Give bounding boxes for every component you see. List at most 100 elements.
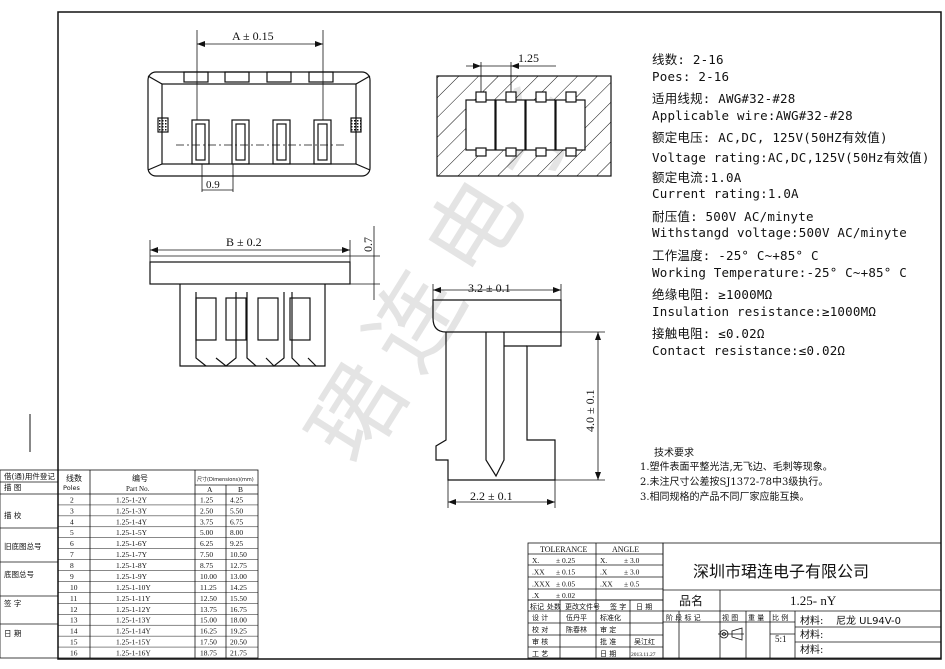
table-cell-poles: 5 xyxy=(70,528,74,537)
design-name: 伍丹平 xyxy=(566,613,587,622)
table-cell-a: 15.00 xyxy=(200,616,217,625)
side-label: 底图总号 xyxy=(4,569,34,579)
material-label: 材料: xyxy=(800,614,823,627)
angle-key: X. xyxy=(600,556,607,565)
table-header-lines: 线数 xyxy=(66,473,82,483)
dim-3-2: 3.2 ± 0.1 xyxy=(468,281,511,295)
table-cell-poles: 2 xyxy=(70,495,74,504)
spec-line: 线数: 2-16 xyxy=(652,52,724,67)
tol-value: ± 0.05 xyxy=(556,579,575,588)
view-label: 视 图 xyxy=(722,613,738,622)
table-header-a: A xyxy=(207,485,213,494)
table-cell-partno: 1.25-1-7Y xyxy=(116,550,148,559)
date-label-top: 日 期 xyxy=(636,603,652,611)
table-cell-b: 13.00 xyxy=(230,572,247,581)
sheet-border xyxy=(57,11,942,660)
table-cell-poles: 15 xyxy=(70,638,78,647)
table-cell-a: 13.75 xyxy=(200,605,217,614)
table-cell-a: 3.75 xyxy=(200,517,213,526)
count-label: 处数 xyxy=(547,602,561,611)
dim-a: A ± 0.15 xyxy=(232,29,274,43)
table-cell-partno: 1.25-1-11Y xyxy=(116,594,151,603)
table-cell-poles: 8 xyxy=(70,561,74,570)
table-cell-b: 6.75 xyxy=(230,517,243,526)
spec-line: 工作温度: -25° C~+85° C xyxy=(652,248,819,263)
table-cell-partno: 1.25-1-10Y xyxy=(116,583,151,592)
review-label: 审 定 xyxy=(600,625,616,634)
table-cell-b: 16.75 xyxy=(230,605,247,614)
date-value: 2013.11.27 xyxy=(631,652,656,658)
design-label: 设 计 xyxy=(532,613,548,622)
table-cell-poles: 4 xyxy=(70,517,74,526)
table-header-code: 编号 xyxy=(132,473,148,483)
table-cell-partno: 1.25-1-15Y xyxy=(116,638,151,647)
table-cell-a: 12.50 xyxy=(200,594,217,603)
standard-label: 标准化 xyxy=(600,613,621,622)
table-cell-b: 12.75 xyxy=(230,561,247,570)
sign-label: 签 字 xyxy=(610,602,626,611)
table-cell-partno: 1.25-1-13Y xyxy=(116,616,151,625)
table-cell-poles: 3 xyxy=(70,506,74,515)
spec-line: Working Temperature:-25° C~+85° C xyxy=(652,264,907,280)
tol-value: ± 0.02 xyxy=(556,591,575,600)
table-cell-a: 17.50 xyxy=(200,638,217,647)
tol-key: .X xyxy=(532,591,540,600)
table-cell-partno: 1.25-1-9Y xyxy=(116,572,148,581)
table-cell-poles: 14 xyxy=(70,627,78,636)
angle-value: ± 0.5 xyxy=(624,579,640,588)
date-label: 日 期 xyxy=(600,650,616,658)
angle-key: .X xyxy=(600,568,608,577)
table-cell-a: 11.25 xyxy=(200,583,217,592)
check-name: 陈春林 xyxy=(566,625,587,634)
table-cell-poles: 12 xyxy=(70,605,78,614)
table-cell-a: 8.75 xyxy=(200,561,213,570)
table-cell-partno: 1.25-1-4Y xyxy=(116,517,148,526)
table-cell-partno: 1.25-1-3Y xyxy=(116,506,148,515)
tol-key: .XX xyxy=(532,568,545,577)
table-cell-b: 15.50 xyxy=(230,594,247,603)
tol-key: .XXX xyxy=(532,579,551,588)
table-header-partno: Part No. xyxy=(126,485,150,493)
table-cell-b: 21.75 xyxy=(230,649,247,658)
dim-2-2: 2.2 ± 0.1 xyxy=(470,489,513,503)
dim-4-0: 4.0 ± 0.1 xyxy=(583,389,597,432)
table-cell-b: 4.25 xyxy=(230,495,243,504)
spec-line: Applicable wire:AWG#32-#28 xyxy=(652,107,853,123)
check-label: 校 对 xyxy=(532,625,548,634)
table-cell-partno: 1.25-1-12Y xyxy=(116,605,151,614)
dim-gap: 0.9 xyxy=(206,179,220,191)
stage-label: 阶 段 标 记 xyxy=(666,613,701,622)
table-header-poles: Poles xyxy=(63,484,80,492)
dim-b: B ± 0.2 xyxy=(226,235,262,249)
side-label: 日 期 xyxy=(4,629,21,638)
table-cell-a: 16.25 xyxy=(200,627,217,636)
tech-item: 3.相同规格的产品不同厂家应能互换。 xyxy=(640,492,810,503)
table-cell-a: 2.50 xyxy=(200,506,213,515)
material3-label: 材料: xyxy=(800,643,823,656)
table-cell-partno: 1.25-1-16Y xyxy=(116,649,151,658)
table-cell-a: 18.75 xyxy=(200,649,217,658)
table-cell-poles: 13 xyxy=(70,616,78,625)
craft-label: 工 艺 xyxy=(532,650,548,658)
scale-value: 5:1 xyxy=(775,634,787,644)
table-cell-poles: 10 xyxy=(70,583,78,592)
weight-label: 重 量 xyxy=(748,614,764,622)
table-cell-poles: 6 xyxy=(70,539,74,548)
spec-line: 额定电压: AC,DC, 125V(50HZ有效值) xyxy=(652,130,888,146)
dim-h: 0.7 xyxy=(361,237,375,252)
table-cell-partno: 1.25-1-5Y xyxy=(116,528,148,537)
scale-label: 比 例 xyxy=(772,613,788,622)
approve-label: 批 准 xyxy=(600,637,616,646)
tolerance-header: TOLERANCE xyxy=(540,545,588,554)
projection-symbol-icon xyxy=(718,627,744,641)
table-cell-partno: 1.25-1-6Y xyxy=(116,539,148,548)
spec-line: 绝缘电阻: ≥1000MΩ xyxy=(652,287,773,303)
table-header-b: B xyxy=(238,485,243,494)
spec-line: Contact resistance:≤0.02Ω xyxy=(652,343,846,358)
change-doc-label: 更改文件号 xyxy=(565,602,600,611)
top-view xyxy=(147,30,371,192)
tol-value: ± 0.15 xyxy=(556,568,575,577)
